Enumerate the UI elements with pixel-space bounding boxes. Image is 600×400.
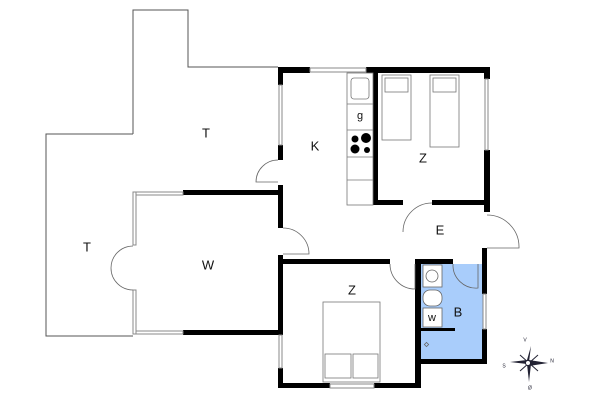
terrace-outline-top	[132, 9, 278, 134]
compass-east: Ø	[528, 385, 532, 391]
bathroom-fixtures	[422, 264, 443, 348]
compass-rose-icon: V N S Ø	[502, 337, 554, 391]
sink-icon	[350, 77, 370, 100]
terrace-outline	[45, 133, 133, 337]
room-label-living: W	[202, 257, 215, 272]
compass-south: S	[502, 363, 506, 369]
room-label-terrace-top: T	[202, 125, 210, 140]
room-label-bathroom: B	[454, 304, 463, 319]
washer-box	[422, 307, 443, 328]
walls	[183, 67, 490, 388]
room-label-bedroom-top: Z	[419, 150, 427, 165]
room-label-kitchen: K	[311, 138, 320, 153]
doors	[110, 159, 520, 291]
room-label-bedroom-bottom: Z	[348, 282, 356, 297]
compass-north: N	[550, 358, 554, 364]
toilet-icon	[422, 289, 443, 307]
stove-icon	[350, 133, 371, 154]
room-label-entrance: E	[436, 222, 445, 237]
beds	[322, 74, 460, 383]
room-label-terrace-left: T	[83, 239, 91, 254]
compass-west: V	[523, 337, 527, 343]
washer-label: w	[427, 312, 436, 324]
windows	[132, 67, 489, 389]
kitchen-fixture-label: g	[357, 110, 363, 122]
